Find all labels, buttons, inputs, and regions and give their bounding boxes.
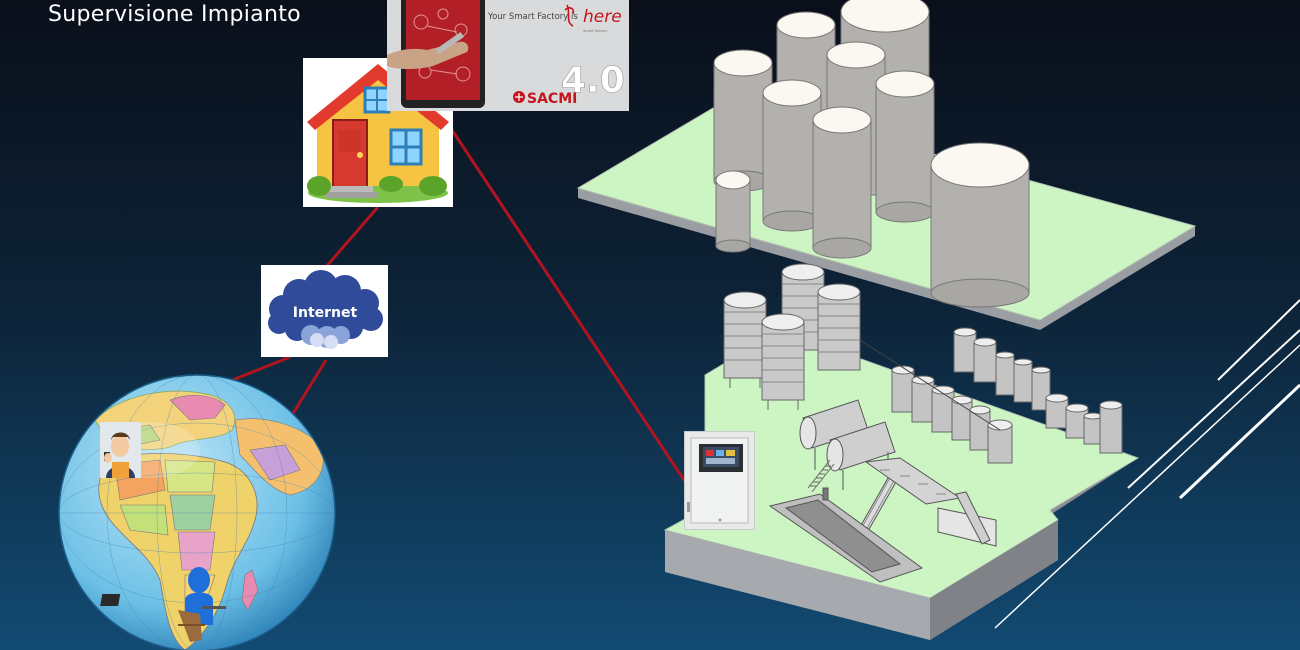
house-to-internet-line [323,206,380,269]
sacmi-banner: Your Smart Factory is here Smart Factory… [387,0,629,111]
horizontal-press [799,399,869,470]
silo [762,79,822,232]
cloud-icon: Internet [268,270,383,349]
slide-title: Supervisione Impianto [48,2,301,27]
deco-line-3 [1178,383,1300,500]
silo [930,142,1030,308]
hopper [768,487,924,583]
ribbed-tank [761,313,805,410]
banner-tagline: Your Smart Factory is [487,12,578,22]
banner-brand: SACMI [527,91,577,107]
sacmi-logo: SACMI [513,91,577,107]
banner-version: 4.0 [561,60,625,101]
storage-silos [713,0,1030,308]
deco-line-1 [1217,299,1300,381]
deco-line-4 [994,344,1300,629]
plant-layout [576,0,1197,640]
decorative-lines [994,299,1300,629]
svg-text:Smart Factory: Smart Factory [583,29,608,33]
internet-label: Internet [293,305,358,321]
fermentation-tanks [723,263,861,410]
silo [875,70,935,223]
control-cabinet-icon [685,432,754,529]
remote-user-icon [100,567,226,642]
ribbed-tank [723,291,767,388]
stairs [807,459,835,493]
banner-here-word: here [583,7,622,27]
control-cabinet-card [684,431,755,530]
internet-card: Internet [261,265,388,357]
technician-card [100,422,141,478]
horizontal-press [826,421,896,490]
smart-factory-banner-graphic: Your Smart Factory is here Smart Factory… [387,0,629,111]
house-to-cabinet-line [450,129,690,487]
technician-icon [100,422,141,478]
silo [812,106,872,259]
press-line [768,399,997,583]
ribbed-tank [817,283,861,371]
silo [715,170,751,253]
small-tanks [859,327,1123,464]
deco-line-2 [1127,329,1300,489]
